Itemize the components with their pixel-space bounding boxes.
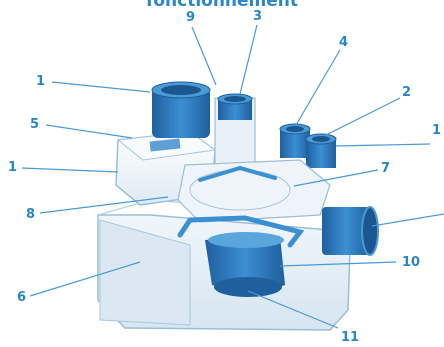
air-hose	[177, 215, 305, 248]
leader-7	[293, 169, 379, 187]
leader-3	[239, 24, 258, 95]
leader-lines	[21, 24, 444, 329]
inlet-top-left	[151, 81, 211, 138]
leader-2	[325, 97, 401, 136]
callout-2: 2	[402, 85, 412, 100]
callout-6: 6	[17, 290, 27, 305]
leader-4	[295, 49, 341, 126]
leader-10	[279, 261, 397, 267]
callout-7: 7	[381, 161, 391, 176]
leader-1-left	[21, 167, 119, 173]
leader-1-top	[51, 81, 151, 93]
leader-8	[39, 196, 169, 214]
callout-1-right: 1	[432, 123, 442, 138]
inlet-right-a	[279, 123, 311, 158]
pump-unit	[205, 232, 285, 297]
inlet-right-b	[305, 133, 337, 168]
air-hose-top	[198, 165, 277, 182]
inlet-center	[214, 93, 256, 169]
callout-3: 3	[253, 9, 263, 24]
callout-9: 9	[186, 10, 196, 25]
leader-1-right	[335, 143, 431, 147]
leader-1-side	[371, 213, 444, 227]
diagram-title: fonctionnement	[145, 0, 299, 11]
leader-9	[191, 26, 217, 86]
callout-1-top: 1	[36, 74, 46, 89]
callout-10: 10	[402, 255, 421, 270]
leader-5	[45, 124, 133, 139]
callout-5: 5	[30, 117, 40, 132]
leader-6	[29, 261, 141, 297]
outlet-right	[322, 206, 379, 256]
callout-11: 11	[341, 330, 360, 345]
leader-11	[247, 290, 339, 329]
callout-1-left: 1	[8, 160, 18, 175]
callout-8: 8	[26, 207, 36, 222]
tank-lid	[177, 159, 331, 223]
callout-4: 4	[339, 35, 349, 50]
